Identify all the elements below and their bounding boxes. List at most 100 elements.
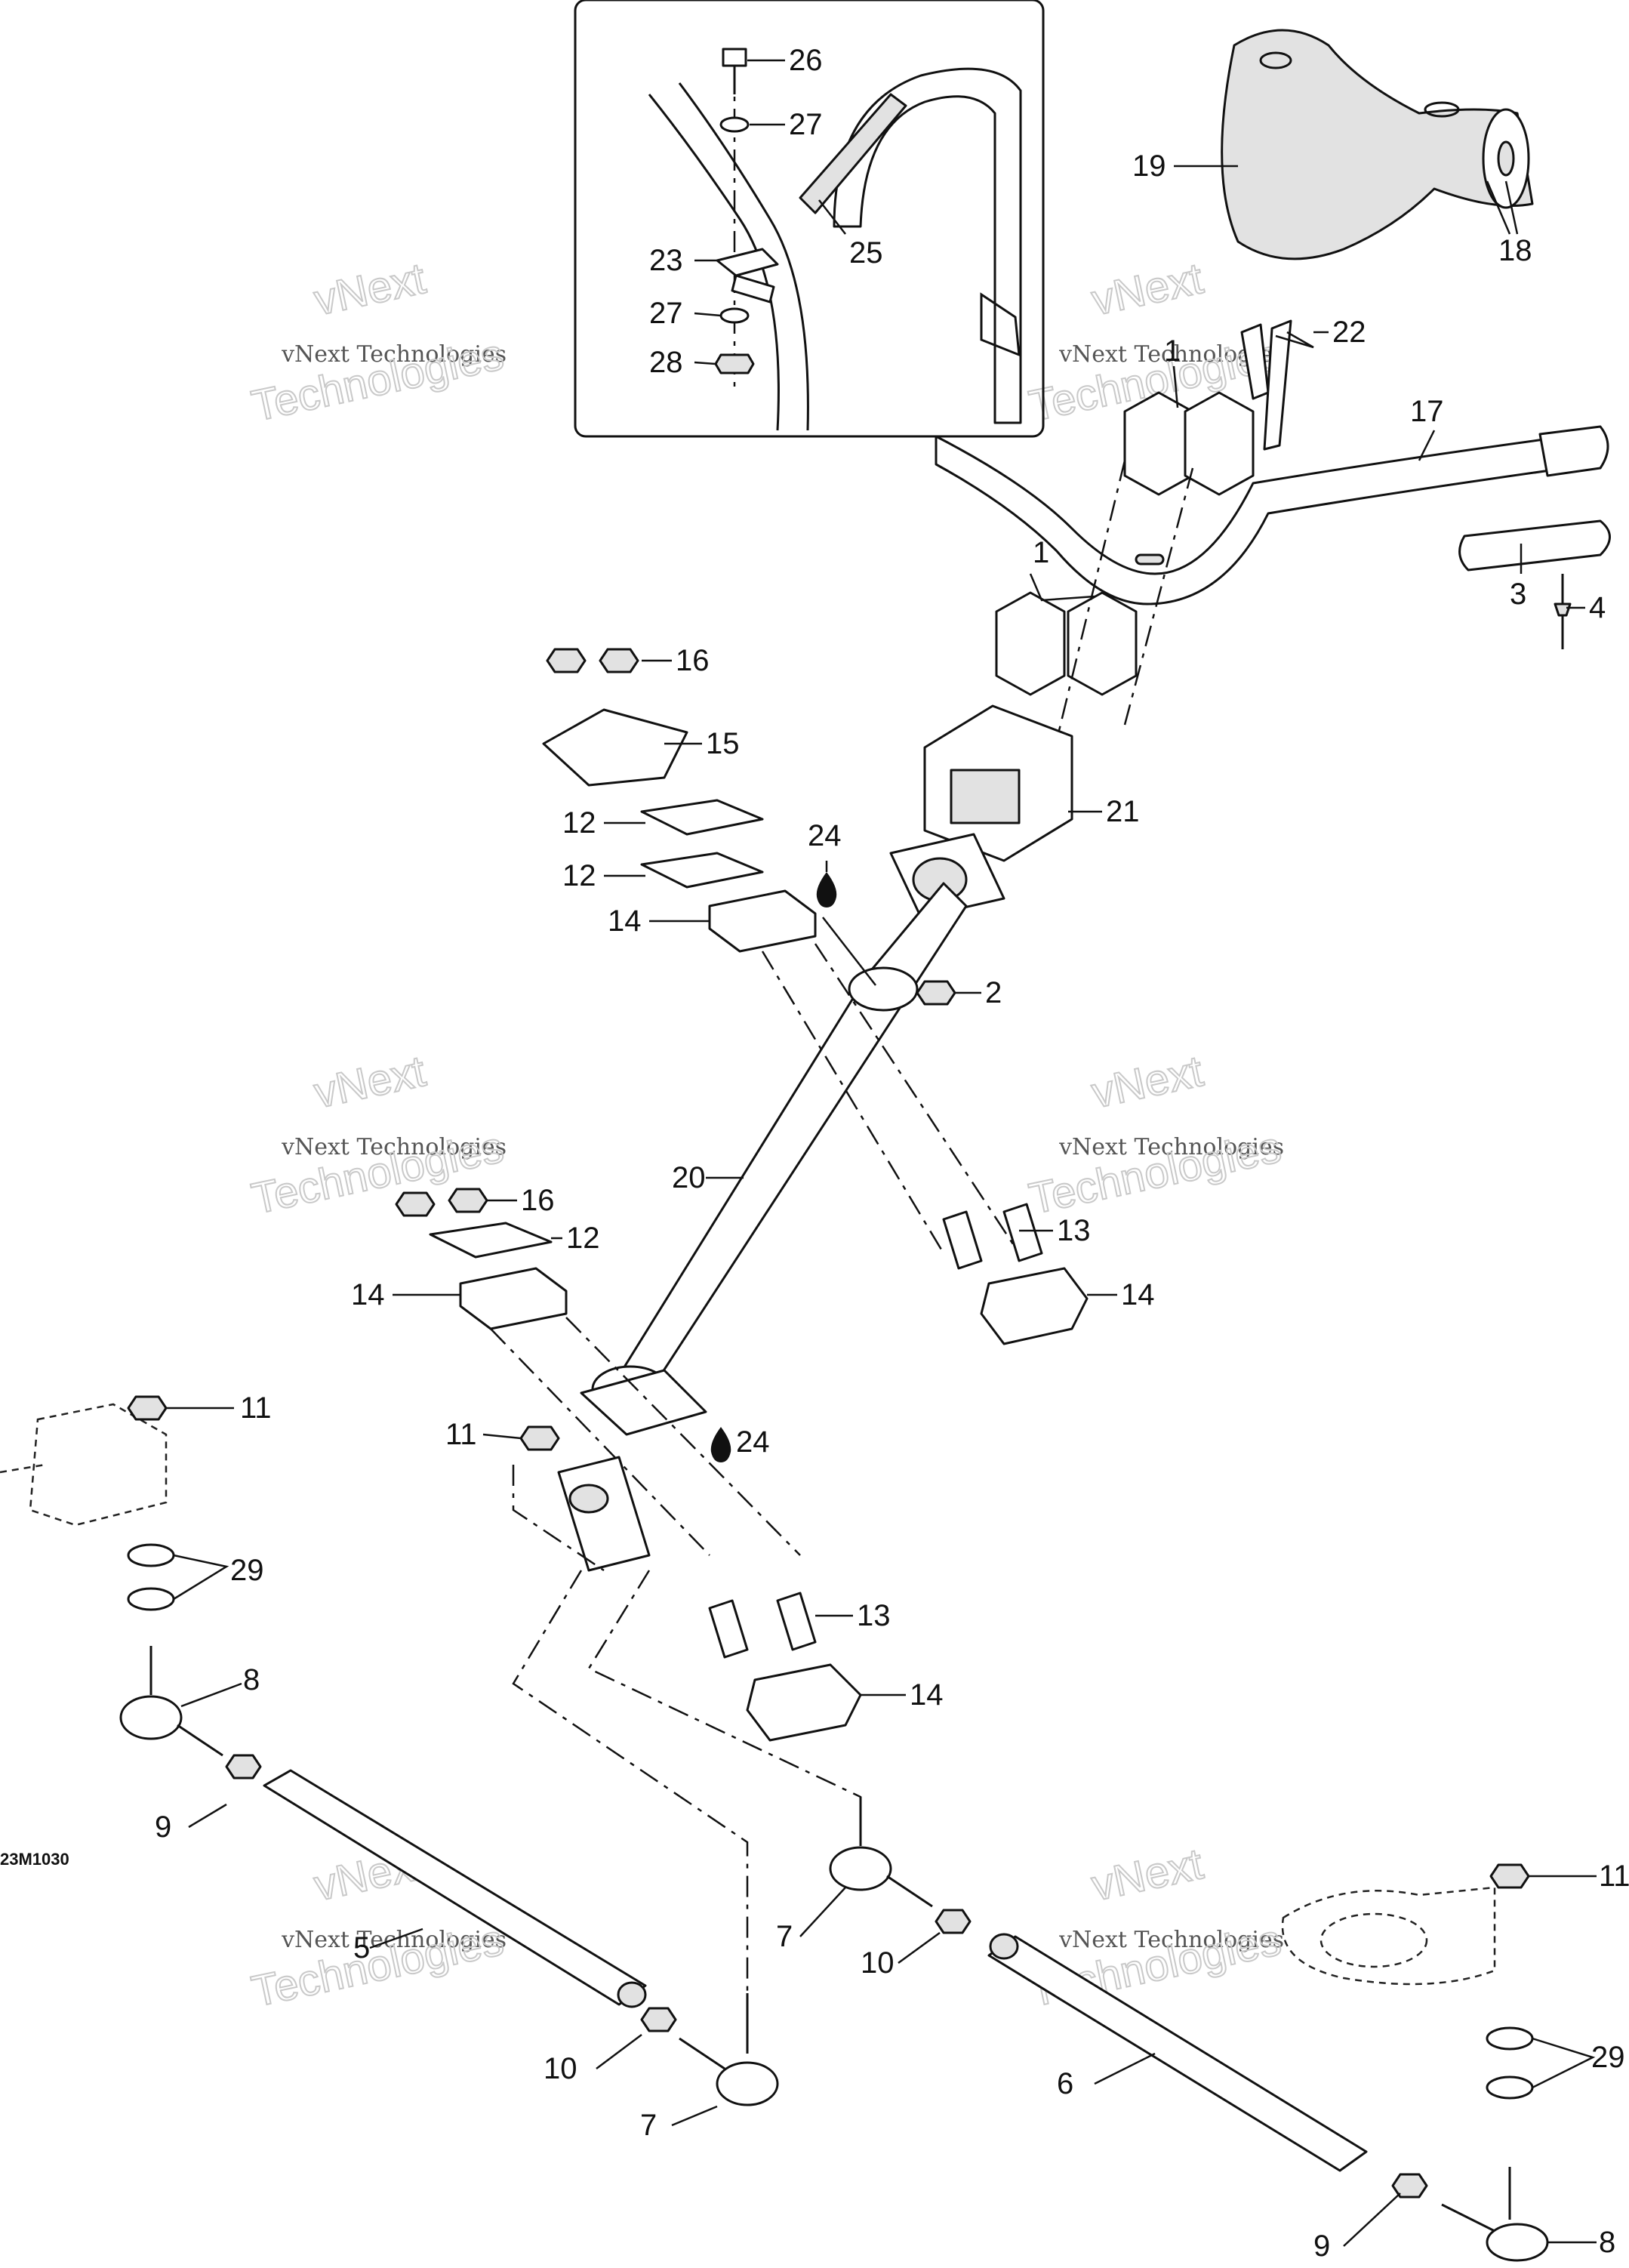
callout-7: 7 xyxy=(776,1920,793,1953)
handlebar-right-grip xyxy=(1538,425,1609,477)
callout-13: 13 xyxy=(1057,1214,1091,1247)
callout-9: 9 xyxy=(155,1810,171,1844)
inset-washer-top xyxy=(719,116,750,133)
callout-16: 16 xyxy=(676,644,710,677)
callout-2: 2 xyxy=(985,976,1002,1009)
callout-28: 28 xyxy=(649,346,683,379)
callout-6: 6 xyxy=(1057,2067,1073,2100)
callout-24: 24 xyxy=(736,1425,770,1459)
nut-10a xyxy=(640,2007,677,2032)
handlebar-pad xyxy=(1221,29,1534,260)
column-tube xyxy=(614,882,968,1406)
callout-18: 18 xyxy=(1498,234,1532,267)
callout-11: 11 xyxy=(445,1418,477,1451)
callout-labels: 26 27 25 23 27 28 19 18 22 1 17 3 4 1 16… xyxy=(155,44,1629,2263)
bushing-half-14d xyxy=(746,1663,862,1742)
washer-29c xyxy=(1486,2026,1534,2051)
callout-19: 19 xyxy=(1132,149,1166,183)
upper-clamp-left xyxy=(1123,391,1194,496)
pad-body xyxy=(1221,29,1534,260)
callout-14: 14 xyxy=(1121,1278,1155,1311)
ghost-bracket-left xyxy=(29,1403,168,1527)
callout-10: 10 xyxy=(861,1946,895,1980)
watermark-line1: vNext xyxy=(1088,254,1208,325)
watermark-line1: vNext xyxy=(1088,1839,1208,1910)
rod-end-7a xyxy=(716,2061,779,2106)
callout-11: 11 xyxy=(240,1391,272,1425)
lower-clamp-left xyxy=(995,591,1066,696)
lubricant-drop-icon-b xyxy=(710,1427,731,1462)
washer-29b xyxy=(127,1587,175,1611)
callout-1: 1 xyxy=(1033,536,1049,569)
shim-12a xyxy=(640,799,764,836)
callout-27: 27 xyxy=(789,108,823,141)
watermark-top-right: vNext vNext Technologies Technologies xyxy=(1024,253,1286,432)
inset-clip-lower xyxy=(731,274,775,304)
spacer-13b xyxy=(1002,1203,1043,1262)
callout-21: 21 xyxy=(1106,795,1140,828)
callout-12: 12 xyxy=(562,806,596,840)
callout-15: 15 xyxy=(706,727,740,760)
right-linkage xyxy=(987,1863,1549,2262)
nut-11-left xyxy=(127,1395,168,1421)
callout-10: 10 xyxy=(544,2052,577,2085)
callout-4: 4 xyxy=(1589,591,1606,624)
grip-sleeve xyxy=(1458,519,1611,572)
shim-12c xyxy=(429,1222,553,1259)
drawing-code: 23M1030 xyxy=(0,1850,69,1869)
ghost-bracket-right xyxy=(1281,1886,1496,1986)
watermark-top-left: vNext vNext Technologies Technologies xyxy=(247,253,509,432)
clamp-bolt-right xyxy=(1263,319,1292,451)
rod-end-8b xyxy=(1486,2223,1549,2262)
callout-20: 20 xyxy=(672,1161,706,1194)
callout-23: 23 xyxy=(649,244,683,277)
nut-10b xyxy=(935,1909,972,1934)
bushing-half-14b xyxy=(980,1267,1089,1345)
callout-11: 11 xyxy=(1599,1860,1629,1893)
handlebar-index-mark xyxy=(1135,553,1165,565)
callout-8: 8 xyxy=(1599,2226,1615,2259)
detail-inset xyxy=(574,0,1045,438)
callout-7: 7 xyxy=(640,2109,657,2142)
lower-support xyxy=(395,1188,801,1556)
callout-17: 17 xyxy=(1410,395,1444,428)
callout-9: 9 xyxy=(1313,2229,1330,2263)
callout-8: 8 xyxy=(243,1663,260,1696)
callout-29: 29 xyxy=(230,1554,264,1587)
nut-9a xyxy=(225,1754,262,1780)
steering-column xyxy=(580,833,1005,1436)
nut-11-center xyxy=(519,1425,560,1451)
lower-bushing-set xyxy=(708,1592,862,1742)
callout-14: 14 xyxy=(351,1278,385,1311)
nut-2 xyxy=(916,980,956,1006)
lower-clamp-right xyxy=(1067,591,1138,696)
nut-11-right xyxy=(1489,1863,1530,1889)
callout-14: 14 xyxy=(910,1678,944,1712)
watermark-mid-right: vNext vNext Technologies Technologies xyxy=(1024,1046,1286,1225)
inset-pad-strip xyxy=(799,93,907,214)
inset-handlebar-bend xyxy=(833,67,1022,424)
lubricant-drop-icon-a xyxy=(816,872,837,908)
shim-12b xyxy=(640,852,764,889)
watermark-line1: vNext xyxy=(1088,1046,1208,1117)
washer-29a xyxy=(127,1543,175,1567)
column-lower-plate xyxy=(580,1369,707,1436)
tie-rod-5 xyxy=(263,1769,647,2006)
column-upper-bushing xyxy=(848,966,919,1012)
inset-bolt-head xyxy=(722,48,747,67)
upper-clamp-right xyxy=(1184,391,1255,496)
leader-lines xyxy=(166,59,1597,2247)
callout-29: 29 xyxy=(1591,2041,1625,2074)
callout-22: 22 xyxy=(1332,316,1366,349)
callout-3: 3 xyxy=(1510,578,1526,611)
callout-12: 12 xyxy=(562,859,596,892)
support-bracket-15 xyxy=(542,708,688,787)
spacer-13c xyxy=(708,1599,749,1659)
rod-end-8a xyxy=(119,1695,183,1740)
inset-cut-end xyxy=(980,292,1021,357)
watermark-line2: vNext Technologies xyxy=(1058,1927,1284,1953)
inset-cable-inner xyxy=(678,82,809,431)
inset-clip xyxy=(716,248,779,277)
left-linkage xyxy=(0,1395,779,2106)
